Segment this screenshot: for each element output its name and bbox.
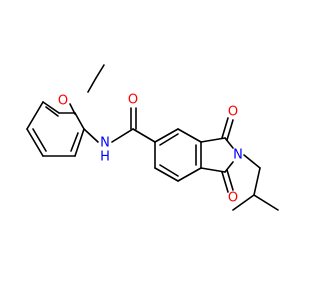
bond xyxy=(26,128,44,157)
bond xyxy=(243,154,261,169)
atom-label-hydrogen-amide: H xyxy=(100,150,110,165)
atom-label-oxygen-imide-top: O xyxy=(228,105,238,120)
atom-label-oxygen-ethoxy: O xyxy=(58,94,68,109)
bond xyxy=(221,117,229,139)
bond xyxy=(224,137,234,149)
atom-label-nitrogen-imide: N xyxy=(233,148,243,163)
bond xyxy=(224,161,234,173)
molecule-structure: O N H O O N O xyxy=(26,64,279,211)
bond xyxy=(42,101,60,114)
atom-label-oxygen-imide-bottom: O xyxy=(228,191,238,206)
bond xyxy=(45,106,59,117)
bond xyxy=(200,137,226,143)
structure-canvas: O N H O O N O xyxy=(26,64,279,211)
bond xyxy=(232,194,255,211)
bond xyxy=(221,171,229,193)
bond xyxy=(74,112,85,130)
bond xyxy=(132,128,156,143)
atom-label-nitrogen-amide: N xyxy=(100,136,110,151)
atom-label-oxygen-amide: O xyxy=(128,93,138,108)
bond xyxy=(83,128,99,143)
bond xyxy=(154,128,179,143)
bond xyxy=(226,169,234,191)
bond xyxy=(87,77,97,93)
bond xyxy=(226,119,234,141)
bond xyxy=(74,128,85,157)
bond xyxy=(159,164,179,177)
bond-layer xyxy=(26,64,279,211)
bond xyxy=(253,194,279,211)
bond xyxy=(154,167,179,182)
bond xyxy=(253,167,261,196)
bond xyxy=(111,128,134,143)
bond xyxy=(95,64,105,79)
bond xyxy=(200,167,226,173)
bond xyxy=(26,101,44,130)
bond xyxy=(159,133,179,146)
bond xyxy=(70,132,79,152)
bond xyxy=(177,128,202,143)
bond xyxy=(32,128,47,152)
bond xyxy=(177,167,202,182)
